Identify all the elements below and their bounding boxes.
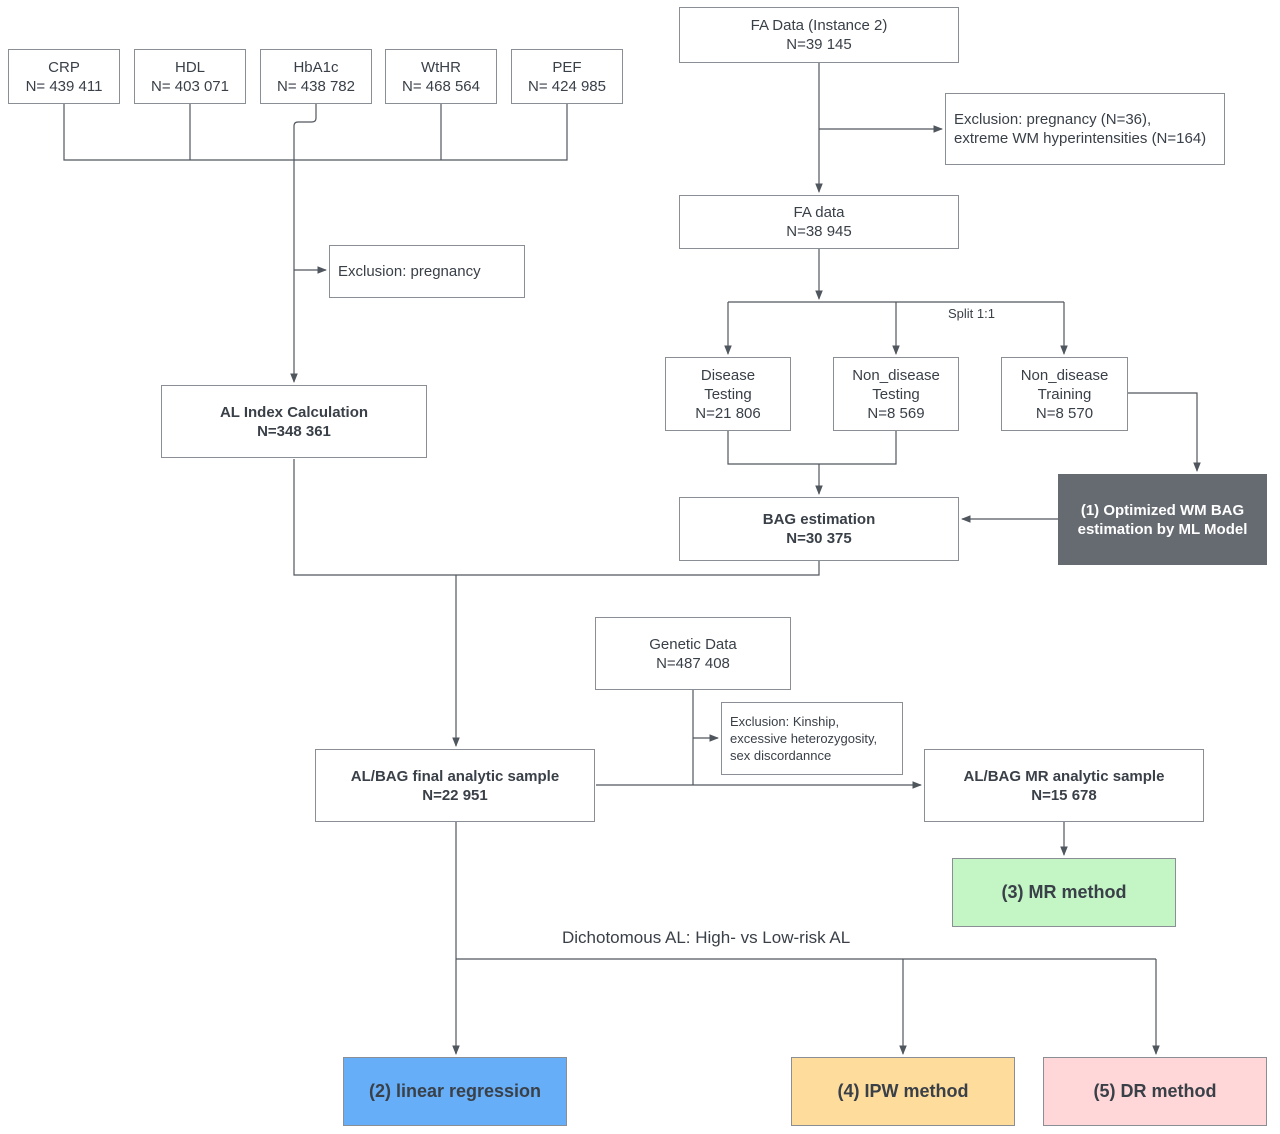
exclusion-genetic-line1: Exclusion: Kinship,	[730, 714, 840, 729]
bag-estimation-title: BAG estimation	[762, 511, 876, 528]
exclusion-pregnancy-box: Exclusion: pregnancy	[329, 245, 525, 298]
disease-testing-line1: Disease	[700, 366, 756, 384]
disease-testing-line2: Testing	[704, 385, 752, 403]
biomarker-n: N= 468 564	[402, 77, 480, 95]
biomarker-name: HbA1c	[293, 58, 339, 76]
mr-method-box: (3) MR method	[952, 858, 1176, 927]
biomarker-name: CRP	[48, 58, 80, 76]
exclusion-pregnancy-text: Exclusion: pregnancy	[338, 263, 481, 280]
ipw-method-box: (4) IPW method	[791, 1057, 1015, 1126]
exclusion-fa-line2: extreme WM hyperintensities (N=164)	[954, 130, 1207, 147]
biomarker-n: N= 439 411	[25, 77, 103, 95]
genetic-n: N=487 408	[656, 654, 730, 672]
exclusion-genetic-line3: sex discordannce	[730, 748, 832, 763]
bag-estimation-n: N=30 375	[786, 530, 852, 547]
ml-model-line1: (1) Optimized WM BAG	[1080, 501, 1245, 519]
testing-merge	[727, 431, 897, 465]
al-index-title: AL Index Calculation	[219, 403, 369, 421]
exclusion-genetic-line2: excessive heterozygosity,	[730, 731, 878, 746]
ml-model-line2: estimation by ML Model	[1077, 520, 1248, 538]
mr-method-label: (3) MR method	[1001, 882, 1127, 902]
split-label: Split 1:1	[948, 306, 995, 321]
fa-instance-title: FA Data (Instance 2)	[750, 17, 888, 34]
fa-data-n: N=38 945	[786, 223, 852, 240]
biomarker-n: N= 403 071	[151, 77, 229, 95]
nondisease-training-line2: Training	[1037, 385, 1092, 403]
exclusion-fa-box: Exclusion: pregnancy (N=36), extreme WM h…	[945, 93, 1225, 165]
connector-hba1c	[293, 104, 317, 160]
arrow-training-to-ml	[1128, 392, 1201, 472]
al-bag-mr-title: AL/BAG MR analytic sample	[963, 767, 1165, 785]
fa-instance-box: FA Data (Instance 2) N=39 145	[679, 7, 959, 63]
nondisease-testing-line1: Non_disease	[852, 366, 940, 384]
al-bag-final-n: N=22 951	[422, 786, 488, 804]
fa-instance-n: N=39 145	[786, 36, 852, 53]
biomarker-name: WtHR	[420, 58, 461, 76]
exclusion-genetic-box: Exclusion: Kinship, excessive heterozygos…	[721, 702, 903, 775]
ipw-method-label: (4) IPW method	[837, 1081, 969, 1101]
connector-crp	[63, 104, 568, 161]
nondisease-testing-line2: Testing	[872, 385, 920, 403]
linear-regression-box: (2) linear regression	[343, 1057, 567, 1126]
dr-method-box: (5) DR method	[1043, 1057, 1267, 1126]
al-bag-mr-n: N=15 678	[1031, 786, 1097, 804]
dr-method-label: (5) DR method	[1093, 1081, 1217, 1101]
genetic-title: Genetic Data	[649, 635, 737, 653]
al-bag-merge	[293, 459, 820, 576]
disease-testing-n: N=21 806	[695, 404, 761, 422]
nondisease-testing-n: N=8 569	[867, 404, 925, 422]
biomarker-n: N= 424 985	[528, 77, 606, 95]
exclusion-fa-line1: Exclusion: pregnancy (N=36),	[954, 111, 1152, 128]
biomarker-name: HDL	[174, 58, 205, 76]
nondisease-training-n: N=8 570	[1035, 404, 1094, 422]
dichotomous-label: Dichotomous AL: High- vs Low-risk AL	[562, 928, 851, 947]
nondisease-training-line1: Non_disease	[1020, 366, 1109, 384]
biomarker-n: N= 438 782	[277, 77, 355, 95]
linear-regression-label: (2) linear regression	[368, 1081, 542, 1101]
al-bag-final-title: AL/BAG final analytic sample	[350, 767, 560, 785]
fa-data-title: FA data	[793, 204, 845, 221]
al-index-n: N=348 361	[257, 422, 331, 440]
biomarker-name: PEF	[552, 58, 582, 76]
